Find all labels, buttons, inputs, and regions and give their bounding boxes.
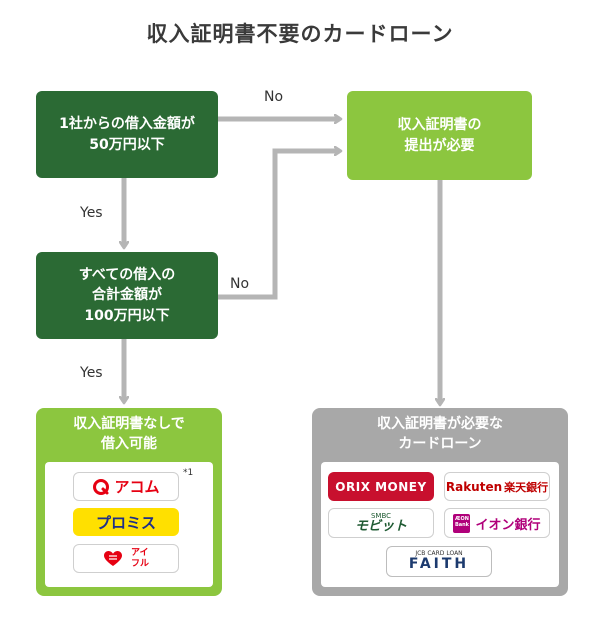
smbc-logo-top: SMBC — [370, 511, 392, 520]
aeon-mark-top: ÆON — [455, 516, 469, 523]
node-borrowing-total: すべての借入の 合計金額が 100万円以下 — [36, 252, 218, 339]
result-left-line2: 借入可能 — [101, 436, 157, 453]
smbc-mobit-logo[interactable]: SMBC モビット — [328, 508, 434, 538]
result-right-line1: 収入証明書が必要な — [377, 416, 503, 432]
node-q2-line1: すべての借入の — [78, 267, 176, 284]
promise-logo-text: プロミス — [95, 513, 156, 532]
node-required-line2: 提出が必要 — [404, 137, 475, 154]
rakuten-bank-logo[interactable]: Rakuten 楽天銀行 — [444, 472, 550, 501]
aeon-mark-bottom: Bank — [454, 522, 470, 528]
node-q2-line2: 合計金額が — [92, 287, 162, 304]
faith-logo-main: FAITH — [408, 556, 470, 573]
faith-logo[interactable]: JCB CARD LOAN FAITH — [386, 546, 492, 577]
result-left-line1: 収入証明書なしで — [73, 416, 185, 432]
faith-logo-top: JCB CARD LOAN — [415, 549, 463, 557]
result-right-line2: カードローン — [398, 436, 482, 453]
rakuten-logo-latin: Rakuten — [445, 479, 503, 494]
aeon-logo-text: イオン銀行 — [475, 517, 541, 533]
aeon-mark-icon: ÆON Bank — [453, 513, 471, 533]
aiful-logo[interactable]: アイ フル — [73, 544, 179, 573]
result-left-logo-area: アコム *1 プロミス アイ フル — [45, 462, 213, 587]
acom-mark-icon — [93, 478, 110, 495]
node-q2-line3: 100万円以下 — [84, 307, 170, 324]
edge-label-q2-yes: Yes — [80, 365, 103, 381]
aiful-logo-text-2: フル — [130, 558, 149, 569]
edge-label-q1-no: No — [264, 89, 284, 105]
node-required-line1: 収入証明書の — [397, 117, 482, 134]
node-income-proof-required: 収入証明書の 提出が必要 — [347, 91, 532, 180]
acom-logo[interactable]: アコム — [73, 472, 179, 501]
edge-label-q2-no: No — [230, 276, 250, 292]
result-panel-no-proof: 収入証明書なしで 借入可能 アコム *1 プロミス アイ フル — [36, 408, 222, 596]
acom-footnote: *1 — [183, 468, 194, 478]
acom-logo-text: アコム — [114, 478, 160, 496]
page-title: 収入証明書不要のカードローン — [146, 22, 454, 46]
orix-money-logo[interactable]: ORIX MONEY — [328, 472, 434, 501]
arrow-q2-no — [218, 151, 340, 300]
aiful-logo-text-1: アイ — [130, 548, 149, 559]
node-q1-line2: 50万円以下 — [89, 136, 165, 153]
promise-logo[interactable]: プロミス — [73, 508, 179, 536]
aeon-bank-logo[interactable]: ÆON Bank イオン銀行 — [444, 508, 550, 538]
rakuten-logo-jp: 楽天銀行 — [504, 480, 549, 494]
orix-logo-text: ORIX MONEY — [335, 479, 427, 494]
result-right-logo-area: ORIX MONEY Rakuten 楽天銀行 SMBC モビット ÆON Ba… — [321, 462, 559, 587]
result-panel-proof-required: 収入証明書が必要な カードローン ORIX MONEY Rakuten 楽天銀行… — [312, 408, 568, 596]
heart-icon — [103, 550, 122, 566]
smbc-logo-main: モビット — [354, 518, 407, 534]
edge-label-q1-yes: Yes — [80, 205, 103, 221]
node-borrowing-one-company: 1社からの借入金額が 50万円以下 — [36, 91, 218, 178]
node-q1-line1: 1社からの借入金額が — [59, 116, 195, 133]
